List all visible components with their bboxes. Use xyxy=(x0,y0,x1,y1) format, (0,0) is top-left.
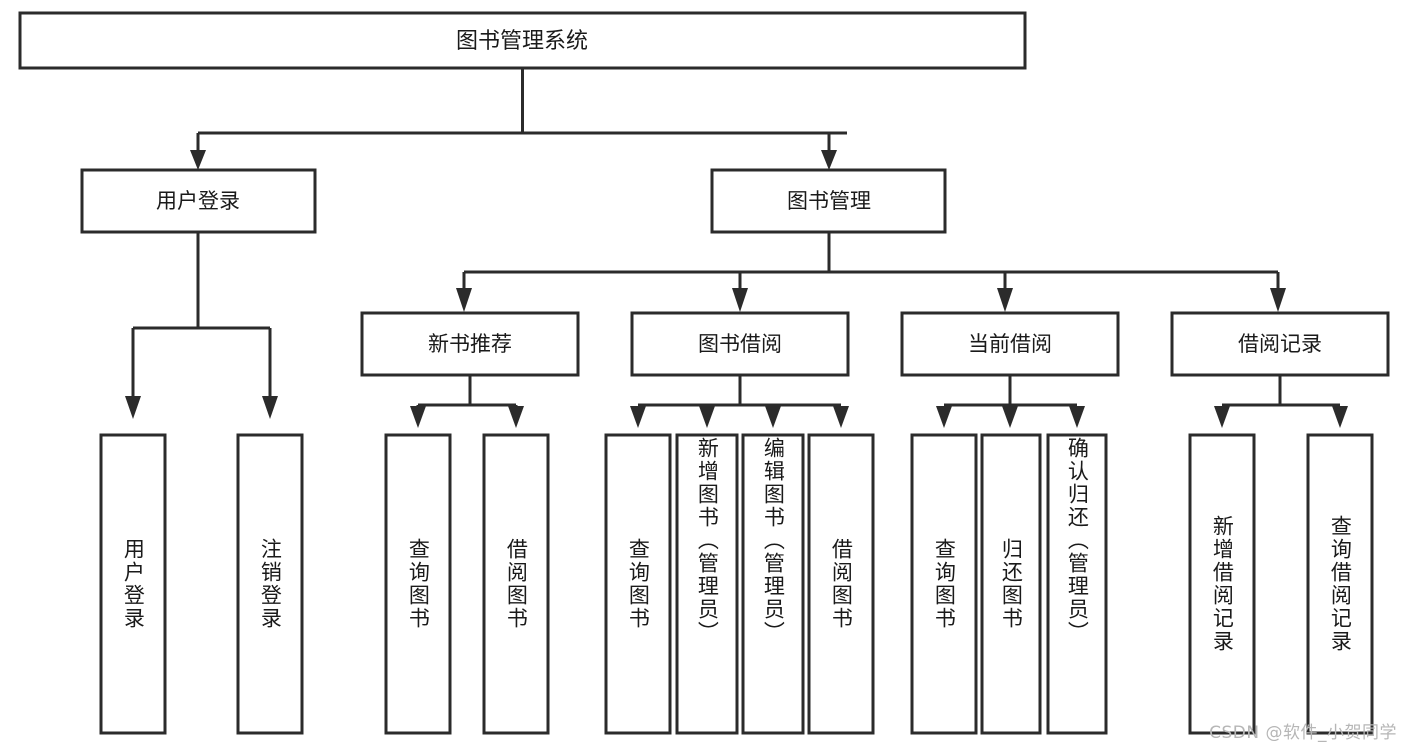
arrow-head-book-mgmt xyxy=(821,150,837,170)
node-l2-book-mgmt-box[interactable] xyxy=(710,168,947,234)
arrow-head-leaf-12 xyxy=(1214,406,1230,428)
arrow-head-current xyxy=(997,288,1013,312)
node-l2-book-mgmt-label: 图书管理 xyxy=(787,189,871,213)
arrow-head-leaf-8 xyxy=(833,406,849,428)
node-l3-borrow-box[interactable] xyxy=(630,311,850,377)
node-l4-box-10[interactable] xyxy=(980,433,1042,735)
node-l3-current-label: 当前借阅 xyxy=(968,332,1052,356)
node-l3-record-label: 借阅记录 xyxy=(1238,332,1322,356)
node-l4-box-12[interactable] xyxy=(1188,433,1256,735)
node-l3-borrow-label: 图书借阅 xyxy=(698,332,782,356)
node-l4-box-1[interactable] xyxy=(99,433,167,735)
node-l3-record-box[interactable] xyxy=(1170,311,1390,377)
arrow-head-record xyxy=(1270,288,1286,312)
arrow-head-leaf-2 xyxy=(262,396,278,419)
arrow-head-leaf-1 xyxy=(125,396,141,419)
arrow-head-borrow xyxy=(732,288,748,312)
node-l4-box-11[interactable] xyxy=(1046,433,1108,735)
node-l4-box-9[interactable] xyxy=(910,433,978,735)
arrow-head-leaf-4 xyxy=(508,406,524,428)
arrow-head-leaf-10 xyxy=(1002,406,1018,428)
node-layer: 图书管理系统 用户登录 图书管理 新书推荐 图书借阅 当前借阅 借阅记录 xyxy=(18,11,1390,735)
arrow-head-leaf-7 xyxy=(765,406,781,428)
arrow-head-leaf-11 xyxy=(1069,406,1085,428)
arrow-head-user-login xyxy=(190,150,206,170)
arrow-head-newbook xyxy=(456,288,472,312)
node-l2-user-login-box[interactable] xyxy=(80,168,317,234)
arrow-head-leaf-3 xyxy=(410,406,426,428)
node-l2-user-login-label: 用户登录 xyxy=(156,189,240,213)
arrow-head-leaf-6 xyxy=(699,406,715,428)
node-l4-box-6[interactable] xyxy=(675,433,739,735)
node-l4-box-8[interactable] xyxy=(807,433,875,735)
node-l4-box-7[interactable] xyxy=(741,433,805,735)
node-root-box[interactable] xyxy=(18,11,1027,70)
connector-layer xyxy=(125,68,1348,428)
arrow-head-leaf-13 xyxy=(1332,406,1348,428)
arrow-head-leaf-9 xyxy=(936,406,952,428)
node-l3-new-book-label: 新书推荐 xyxy=(428,332,512,356)
node-l4-box-5[interactable] xyxy=(604,433,672,735)
arrow-head-leaf-5 xyxy=(630,406,646,428)
node-root-label: 图书管理系统 xyxy=(456,29,588,54)
node-l4-box-4[interactable] xyxy=(482,433,550,735)
node-l4-box-2[interactable] xyxy=(236,433,304,735)
node-l3-new-book-box[interactable] xyxy=(360,311,580,377)
node-l3-current-box[interactable] xyxy=(900,311,1120,377)
node-l4-box-13[interactable] xyxy=(1306,433,1374,735)
watermark-text: CSDN @软件_小贺同学 xyxy=(1209,723,1397,743)
node-l4-box-3[interactable] xyxy=(384,433,452,735)
